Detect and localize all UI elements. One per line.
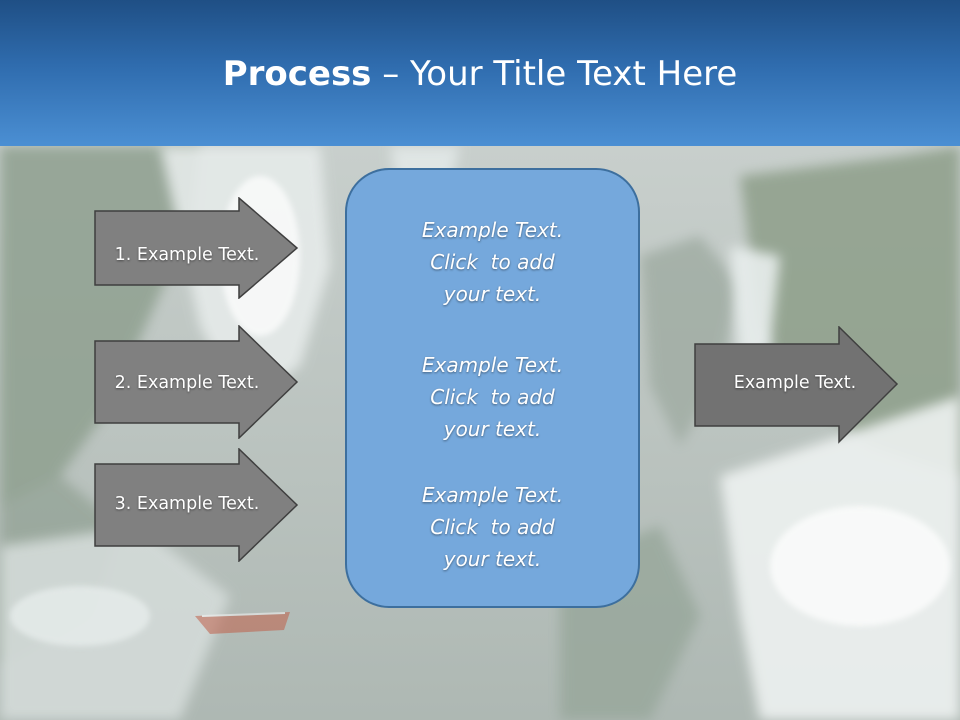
center-box-paragraph-3: Example Text. Click to add your text. [421,483,564,571]
input-arrow-label-3: 3. Example Text. [114,494,260,514]
input-arrow-1[interactable] [94,197,300,299]
center-box-paragraph-1: Example Text. Click to add your text. [421,218,564,306]
input-arrow-label-2: 2. Example Text. [114,373,260,393]
input-arrow-3[interactable] [94,448,300,562]
title-strong: Process [222,54,372,94]
boat-shape [195,612,290,634]
input-arrow-2[interactable] [94,325,300,439]
output-arrow-label: Example Text. [733,373,857,393]
center-process-box[interactable]: Example Text. Click to add your text. Ex… [345,168,640,608]
output-arrow[interactable] [694,326,900,444]
slide-title: Process – Your Title Text Here [0,52,960,96]
title-rest: – Your Title Text Here [371,54,738,94]
input-arrow-label-1: 1. Example Text. [114,245,260,265]
title-bar: Process – Your Title Text Here [0,0,960,146]
center-box-paragraph-2: Example Text. Click to add your text. [421,353,564,441]
